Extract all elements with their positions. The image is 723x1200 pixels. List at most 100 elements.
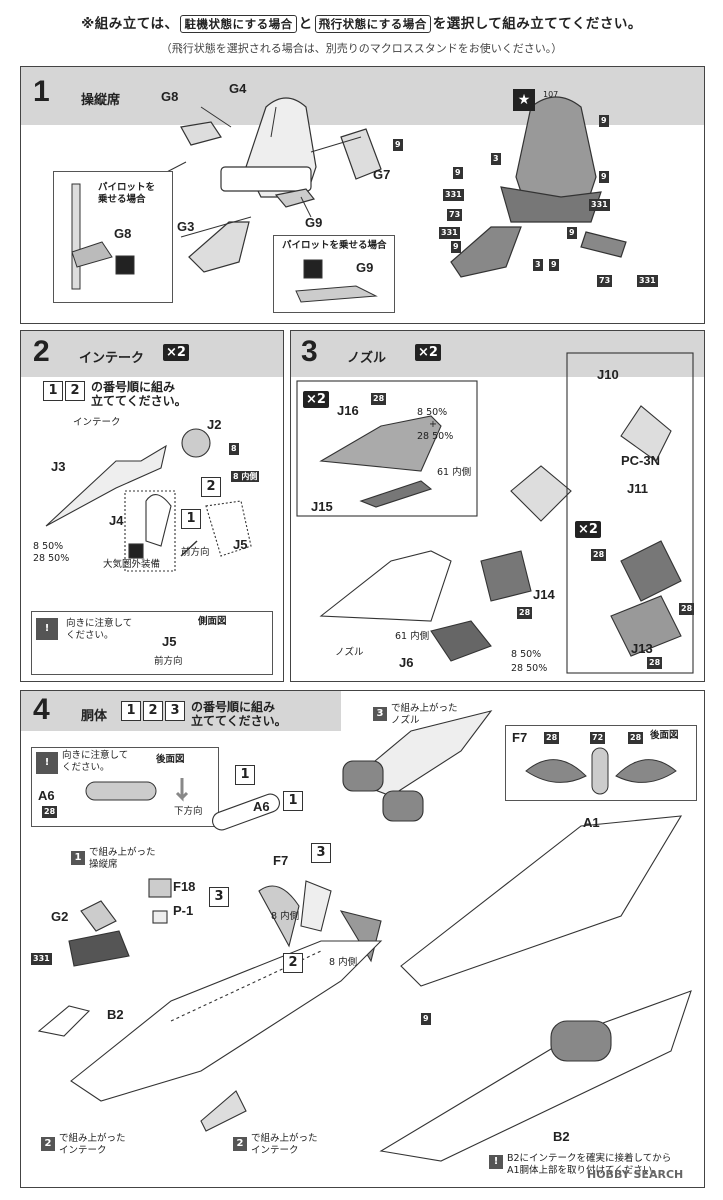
step2-title: インテーク [79, 351, 145, 366]
part-B2: B2 [107, 1007, 124, 1022]
forward-label: 前方向 [181, 547, 210, 558]
part-G8-inset: G8 [114, 226, 132, 241]
paint-tag: 9 [451, 241, 461, 253]
order-number-1: 1 [283, 791, 303, 811]
side-forward-label: 前方向 [154, 656, 183, 667]
order-number-1: 1 [43, 381, 63, 401]
part-F18: F18 [173, 879, 196, 894]
done-seat-line2: 操縦席 [89, 859, 118, 870]
done-nozzle-step-ref: 3 [373, 707, 387, 721]
paint-tag: 331 [439, 227, 460, 239]
decal-label: 大気圏外装備 [103, 559, 161, 570]
done-nozzle-line1: で組み上がった [391, 703, 458, 714]
paint-tag: 331 [443, 189, 464, 201]
option-parked-box: 駐機状態にする場合 [180, 15, 297, 33]
paint-tag: 3 [533, 259, 543, 271]
step2-number: 2 [33, 335, 50, 368]
part-A1: A1 [583, 815, 600, 830]
paint-tag: 28 [544, 732, 560, 744]
part-G4: G4 [229, 81, 247, 96]
part-J16: J16 [337, 403, 359, 418]
part-P-1: P-1 [173, 903, 194, 918]
paint-28-50-2: 28 50% [511, 663, 548, 674]
note-line2: ください。 [66, 630, 114, 641]
done-intake-line1: で組み上がった [59, 1133, 126, 1144]
paint-tag: 8 [229, 443, 239, 455]
header-conj: と [298, 16, 313, 32]
paint-tag: 331 [637, 275, 658, 287]
rear-label: 後面図 [650, 730, 679, 741]
final-caution-icon: ! [489, 1155, 503, 1169]
step1-panel: 1 操縦席 パ [20, 66, 705, 324]
done-intake2-step-ref: 2 [233, 1137, 247, 1151]
paint-28-50: 28 50% [417, 431, 454, 442]
paint-8-50: 8 50% [33, 541, 64, 552]
down-direction-label: 下方向 [174, 806, 203, 817]
step3-title: ノズル [347, 351, 387, 366]
paint-tag: 73 [597, 275, 613, 287]
star-icon: ★ [513, 89, 535, 111]
paint-tag: 331 [31, 953, 52, 965]
order-number-3: 3 [311, 843, 331, 863]
part-G7: G7 [373, 167, 391, 182]
caution-icon: ! [36, 752, 58, 774]
paint-8-inner-2: 8 内側 [329, 957, 358, 968]
part-J6: J6 [399, 655, 414, 670]
step4-panel: 4 胴体 1 2 3 の番号順に組み 立ててください。 ! 向きに注意して くだ… [20, 690, 705, 1188]
paint-28-50: 28 50% [33, 553, 70, 564]
header-suffix: を選択して組み立ててください。 [432, 16, 642, 32]
part-J11: J11 [627, 481, 648, 496]
part-J13: J13 [631, 641, 653, 656]
order-number-1: 1 [235, 765, 255, 785]
side-view-label: 側面図 [198, 616, 227, 627]
part-G9: G9 [305, 215, 323, 230]
paint-tag: 73 [447, 209, 463, 221]
step1-title: 操縦席 [81, 93, 121, 108]
order-number-2: 2 [143, 701, 163, 721]
paint-tag: 72 [590, 732, 606, 744]
paint-8-50: 8 50% [417, 407, 448, 418]
part-G8: G8 [161, 89, 179, 104]
part-J14: J14 [533, 587, 555, 602]
paint-tag: 9 [549, 259, 559, 271]
part-J4: J4 [109, 513, 124, 528]
nozzle-label: ノズル [335, 647, 364, 658]
part-J5: J5 [233, 537, 248, 552]
step3-multiplier: ×2 [415, 344, 441, 361]
part-J10: J10 [597, 367, 619, 382]
note-line2: ください。 [62, 762, 110, 773]
step3-panel: 3 ノズル ×2 ×2 28 J16 8 50% + 28 50% 61 内側 … [290, 330, 705, 682]
paint-tag: 3 [491, 153, 501, 165]
step3-drawing [296, 352, 694, 674]
note-line1: 向きに注意して [66, 618, 133, 629]
assembly-instruction-header: ※組み立ては、駐機状態にする場合と飛行状態にする場合を選択して組み立ててください… [0, 12, 723, 33]
step4-order-text2: 立ててください。 [191, 714, 287, 728]
step2-panel: 2 インテーク ×2 1 2 の番号順に組み 立ててください。 インテーク J2… [20, 330, 284, 682]
done-seat-line1: で組み上がった [89, 847, 156, 858]
done-intake-line2: インテーク [59, 1145, 107, 1156]
step4-number: 4 [33, 693, 50, 726]
part-G2: G2 [51, 909, 69, 924]
paint-8-inner: 8 内側 [271, 911, 300, 922]
note-line1: 向きに注意して [62, 750, 129, 761]
step2-drawing [45, 428, 252, 572]
paint-tag: 8 内側 [231, 471, 260, 482]
part-J2: J2 [207, 417, 222, 432]
pilot-inset-note-line1: パイロットを [98, 182, 156, 193]
done-intake-step-ref: 2 [41, 1137, 55, 1151]
pilot-inset-note: パイロットを乗せる場合 [282, 240, 387, 251]
step2-multiplier: ×2 [163, 344, 189, 361]
part-G9-inset: G9 [356, 260, 374, 275]
step2-order-text2: 立ててください。 [91, 394, 187, 408]
paint-61-inner: 61 内側 [437, 467, 472, 478]
part-F7-rear: F7 [512, 730, 528, 745]
paint-8-50-2: 8 50% [511, 649, 542, 660]
step4-title: 胴体 [81, 709, 108, 724]
paint-tag: 28 [679, 603, 695, 615]
paint-tag: 28 [517, 607, 533, 619]
part-PC-3N: PC-3N [621, 453, 661, 468]
rear-view-label: 後面図 [156, 754, 185, 765]
option-flight-box: 飛行状態にする場合 [314, 15, 431, 33]
order-number-2: 2 [201, 477, 221, 497]
side-part-J5: J5 [162, 634, 177, 649]
